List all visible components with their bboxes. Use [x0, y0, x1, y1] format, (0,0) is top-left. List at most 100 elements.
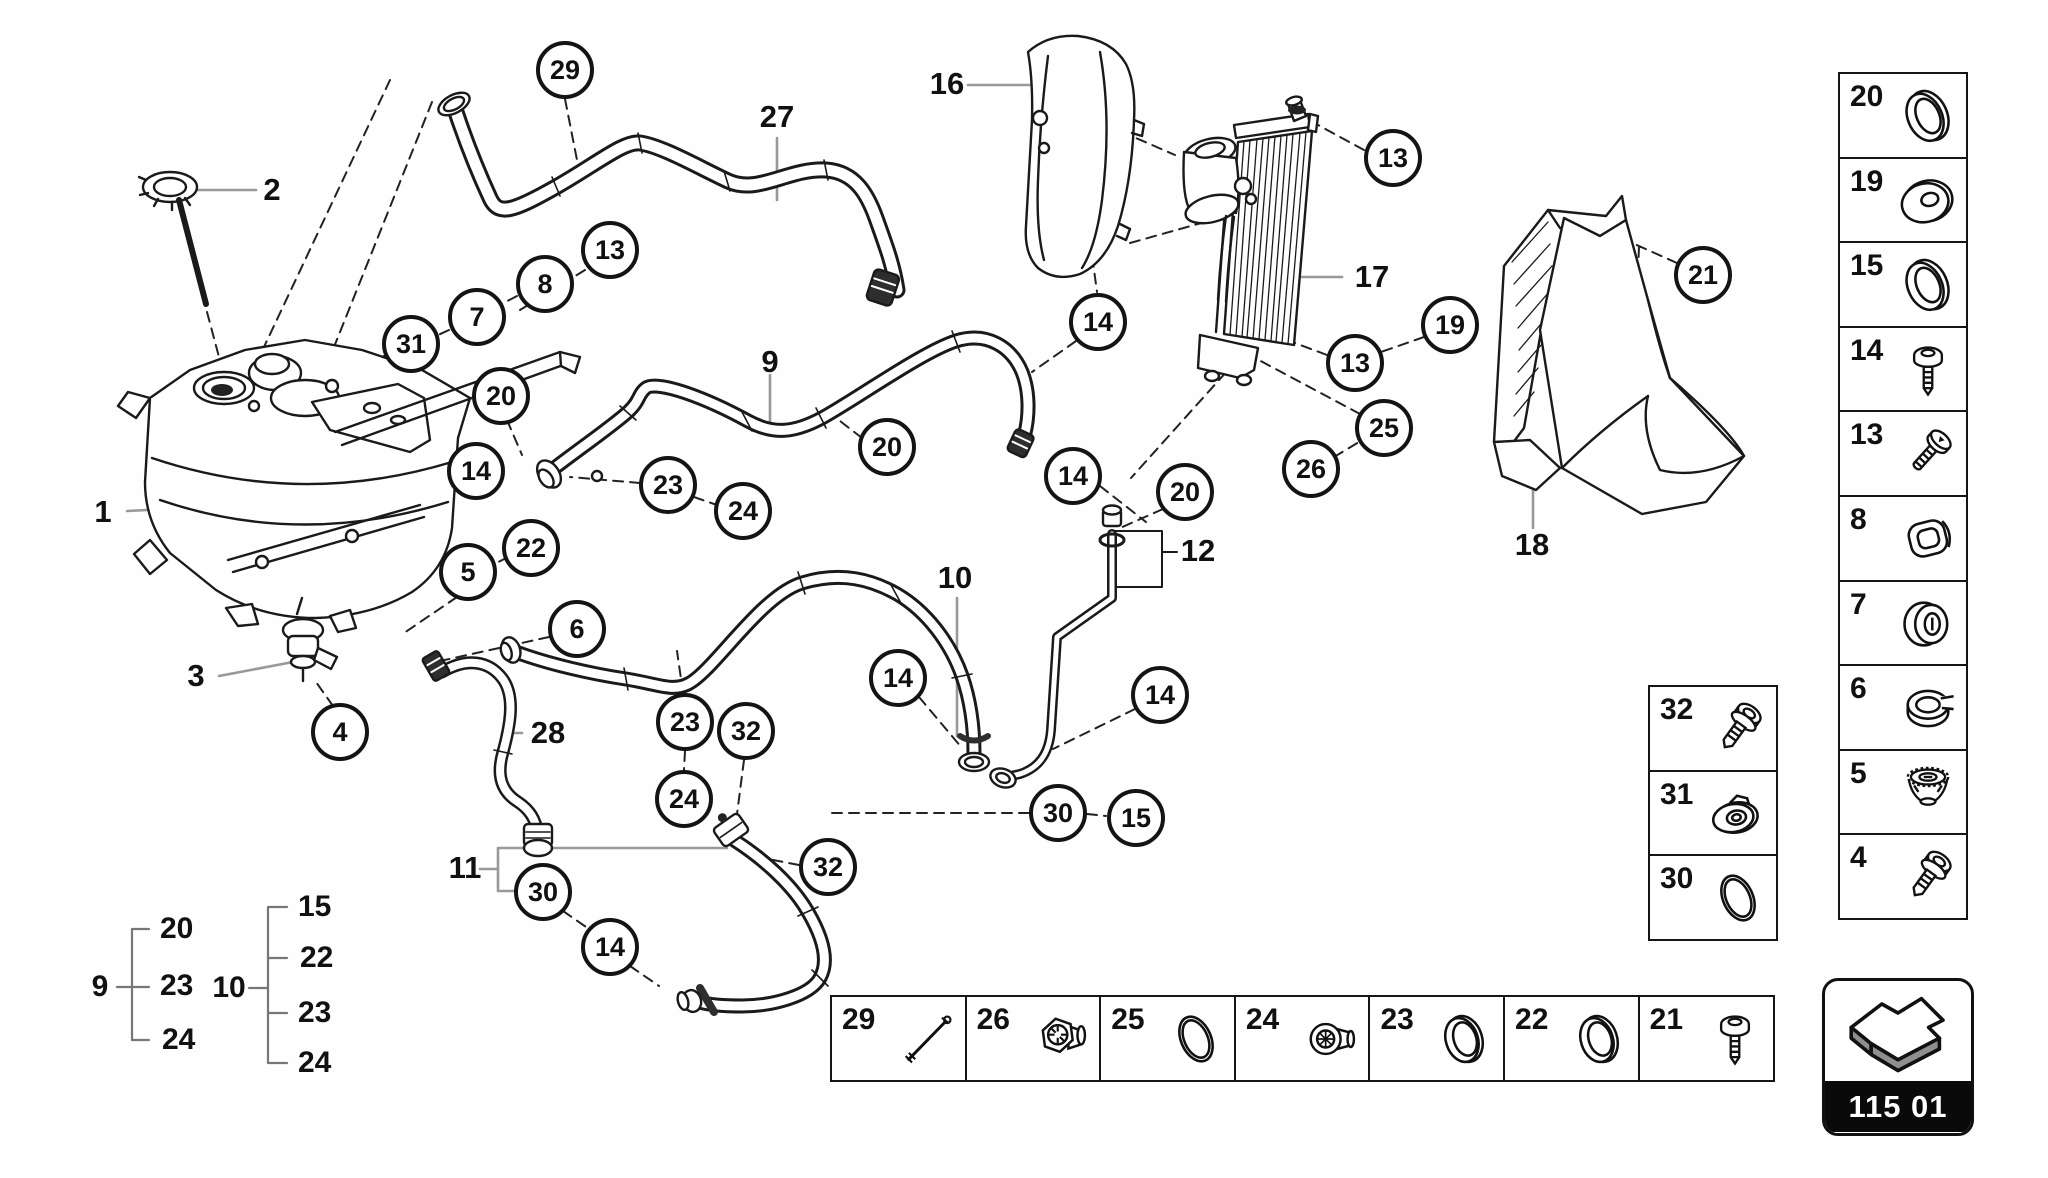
part-number-label: 18: [1514, 527, 1550, 562]
part-callout[interactable]: 21: [1674, 246, 1732, 304]
page-code-box[interactable]: 115 01: [1822, 978, 1974, 1136]
part-callout-number: 30: [527, 876, 559, 907]
part-icon: [1897, 253, 1958, 318]
legend-cell[interactable]: 8: [1838, 495, 1968, 583]
part-icon: [1897, 84, 1958, 148]
part-number-label: 28: [530, 715, 566, 750]
part-callout[interactable]: 13: [1326, 334, 1384, 392]
part-icon: [1573, 1010, 1625, 1069]
oil-tank: [116, 338, 582, 634]
part-callout[interactable]: 13: [581, 221, 639, 279]
part-icon: [1041, 1017, 1086, 1054]
part-callout[interactable]: 22: [502, 519, 560, 577]
part-icon: [1912, 346, 1944, 396]
cover-16: [1024, 34, 1146, 279]
part-callout[interactable]: 14: [1069, 293, 1127, 351]
part-number-label: 16: [929, 66, 965, 101]
part-callout[interactable]: 32: [799, 838, 857, 896]
part-callout-number: 23: [669, 706, 701, 737]
part-callout[interactable]: 30: [1029, 784, 1087, 842]
part-callout[interactable]: 14: [581, 918, 639, 976]
oil-cooler-17: [1182, 95, 1320, 387]
part-callout[interactable]: 25: [1355, 399, 1413, 457]
legend-cell[interactable]: 5: [1838, 748, 1968, 836]
legend-part-number: 19: [1850, 164, 1884, 198]
legend-part-number: 6: [1850, 672, 1867, 706]
part-callout-number: 13: [1377, 142, 1409, 173]
part-callout[interactable]: 14: [1131, 666, 1189, 724]
part-callout[interactable]: 14: [447, 442, 505, 500]
legend-cell[interactable]: 29: [830, 995, 967, 1082]
part-callout[interactable]: 24: [714, 482, 772, 540]
label-12-bracket: [1113, 530, 1178, 588]
part-callout[interactable]: 20: [472, 367, 530, 425]
part-callout[interactable]: 32: [717, 702, 775, 760]
legend-cell[interactable]: 4: [1838, 833, 1968, 921]
legend-cell[interactable]: 25: [1099, 995, 1237, 1082]
part-callout[interactable]: 6: [548, 600, 606, 658]
legend-part-number: 4: [1850, 841, 1867, 875]
group-part-number: 20: [160, 912, 194, 945]
part-icon: [1906, 766, 1950, 806]
part-callout[interactable]: 30: [514, 863, 572, 921]
oil-level-sensor: [281, 596, 339, 683]
part-icon: [1905, 426, 1956, 478]
part-callout[interactable]: 26: [1282, 440, 1340, 498]
group-part-number: 15: [298, 890, 332, 923]
part-callout[interactable]: 5: [439, 543, 497, 601]
part-callout[interactable]: 19: [1421, 296, 1479, 354]
legend-cell[interactable]: 15: [1838, 241, 1968, 329]
part-callout-number: 19: [1434, 309, 1466, 340]
legend-cell[interactable]: 23: [1368, 995, 1506, 1082]
part-callout[interactable]: 20: [858, 418, 916, 476]
legend-cell[interactable]: 21: [1637, 995, 1775, 1082]
part-icon: [1902, 846, 1957, 905]
pipe-12: [989, 504, 1126, 789]
group-part-number: 24: [298, 1046, 332, 1079]
part-callout-number: 7: [469, 301, 485, 332]
part-callout-number: 14: [1082, 306, 1114, 337]
part-callout[interactable]: 4: [311, 703, 369, 761]
legend-part-number: 8: [1850, 503, 1867, 537]
part-callout[interactable]: 8: [516, 255, 574, 313]
part-callout[interactable]: 7: [448, 288, 506, 346]
part-callout[interactable]: 13: [1364, 129, 1422, 187]
part-callout[interactable]: 14: [1044, 447, 1102, 505]
part-callout[interactable]: 24: [655, 770, 713, 828]
legend-cell[interactable]: 14: [1838, 325, 1968, 413]
part-callout-number: 26: [1295, 453, 1327, 484]
legend-part-number: 23: [1380, 1003, 1414, 1036]
legend-cell[interactable]: 24: [1233, 995, 1371, 1082]
part-icon: [1438, 1010, 1491, 1069]
legend-part-number: 14: [1850, 333, 1884, 367]
legend-cell[interactable]: 20: [1838, 72, 1968, 159]
part-callout[interactable]: 23: [656, 693, 714, 751]
part-callout-number: 20: [485, 380, 517, 411]
legend-cell[interactable]: 7: [1838, 579, 1968, 667]
legend-cell[interactable]: 30: [1648, 854, 1778, 942]
legend-cell[interactable]: 19: [1838, 156, 1968, 244]
part-callout-number: 5: [460, 556, 476, 587]
part-callout[interactable]: 23: [639, 456, 697, 514]
part-icon: [1903, 601, 1949, 647]
part-callout[interactable]: 20: [1156, 463, 1214, 521]
legend-row-bottom: 29 26 25 24 23 22 21: [830, 995, 1775, 1082]
legend-cell[interactable]: 31: [1648, 769, 1778, 857]
hose-group-label: 10: [212, 971, 246, 1004]
part-callout[interactable]: 14: [869, 649, 927, 707]
legend-cell[interactable]: 6: [1838, 664, 1968, 752]
part-icon: [1713, 869, 1763, 928]
part-callout[interactable]: 15: [1107, 789, 1165, 847]
part-number-label: 1: [94, 494, 112, 529]
legend-cell[interactable]: 32: [1648, 685, 1778, 772]
cooler-fins: [1229, 131, 1307, 345]
legend-cell[interactable]: 22: [1503, 995, 1641, 1082]
legend-cell[interactable]: 26: [964, 995, 1102, 1082]
part-callout-number: 6: [569, 613, 585, 644]
legend-column-right: 20 19 15 14 13 8 7 6 5 4: [1838, 72, 1968, 921]
part-callout[interactable]: 31: [382, 315, 440, 373]
part-number-label: 11: [448, 850, 482, 885]
part-callout-number: 25: [1368, 412, 1400, 443]
legend-cell[interactable]: 13: [1838, 410, 1968, 498]
part-callout[interactable]: 29: [536, 41, 594, 99]
